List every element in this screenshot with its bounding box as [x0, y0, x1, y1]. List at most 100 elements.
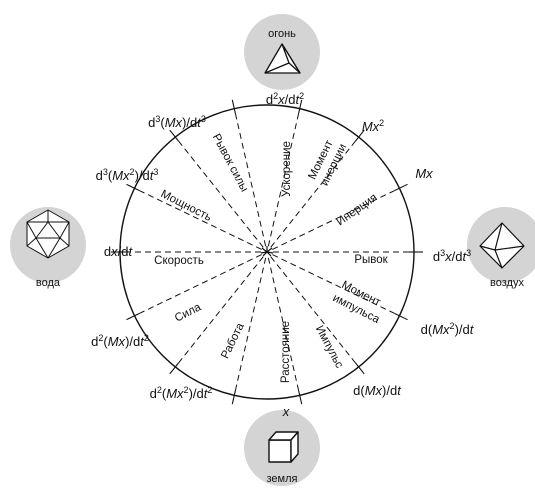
outer-label-part: (	[162, 386, 167, 401]
rim-tick	[394, 313, 408, 321]
spoke	[272, 187, 400, 250]
segment-label-force: Сила	[173, 301, 204, 325]
outer-label-part: (	[103, 334, 108, 349]
rim-tick	[231, 99, 236, 114]
outer-label-part: 2	[379, 118, 384, 128]
outer-label-part: 2	[98, 333, 103, 343]
rim-tick	[394, 183, 408, 191]
outer-label-part: /d	[285, 92, 296, 107]
rim-tick	[126, 313, 140, 321]
segment-label-yank: Рывок силы	[210, 132, 251, 194]
element-label-fire: огонь	[268, 28, 296, 40]
segment-label-inertia: Инерция	[334, 192, 379, 229]
outer-label-part: t	[462, 249, 467, 264]
outer-label-part: 2	[299, 91, 304, 101]
spoke	[270, 136, 360, 248]
element-label-air: воздух	[490, 277, 524, 289]
spoke	[233, 108, 267, 247]
element-label-water: вода	[36, 277, 61, 289]
outer-label-part: 3	[103, 167, 108, 177]
outer-label-part: 2	[207, 385, 212, 395]
element-label-earth: земля	[267, 473, 298, 485]
outer-label-part: d	[104, 244, 111, 259]
segment-label-impulse: Импульс	[313, 324, 345, 371]
outer-label-part: 2	[130, 167, 135, 177]
outer-label-d2mx2-dt2: d2(Mx2)/dt2	[150, 385, 213, 401]
outer-label-part: Mx	[108, 334, 126, 349]
rim-tick	[169, 129, 179, 142]
outer-label-d2mx-dt2: d2(Mx)/dt2	[91, 333, 149, 349]
segment-label-distance: Расстояние	[280, 321, 292, 383]
rim-tick	[298, 99, 303, 114]
outer-label-part: d(	[421, 322, 433, 337]
rim-tick	[355, 129, 365, 142]
rim-tick	[298, 390, 303, 405]
center-mark	[260, 246, 274, 257]
outer-label-part: t	[140, 334, 145, 349]
outer-label-part: 2	[273, 91, 278, 101]
icosahedron-icon	[26, 209, 70, 259]
outer-label-part: d	[91, 334, 98, 349]
outer-label-part: )/d	[189, 386, 204, 401]
outer-label-part: t	[128, 244, 133, 259]
segment-label-acceleration: Ускорение	[281, 141, 293, 197]
outer-label-part: x	[110, 244, 118, 259]
outer-label-mx: Mx	[415, 166, 433, 181]
dashed-spokes	[120, 108, 414, 396]
outer-label-d3x-dt3: d3x/dt3	[433, 248, 471, 264]
outer-label-x: x	[282, 404, 290, 419]
outer-label-dx-dt: dx/dt	[104, 244, 134, 259]
rim-ticks	[111, 99, 423, 405]
rim-tick	[355, 362, 365, 375]
outer-label-part: Mx	[112, 168, 130, 183]
cube-icon	[268, 431, 299, 463]
outer-label-part: 3	[153, 167, 158, 177]
outer-label-part: t	[295, 92, 300, 107]
rim-tick	[126, 183, 140, 191]
outer-label-part: t	[470, 322, 475, 337]
outer-label-part: )/d	[135, 168, 150, 183]
outer-label-part: /d	[452, 249, 463, 264]
rim-tick	[169, 362, 179, 375]
outer-label-part: (	[160, 115, 165, 130]
segment-label-velocity: Скорость	[154, 255, 204, 267]
outer-label-part: d	[96, 168, 103, 183]
segment-label-jerk: Рывок	[354, 254, 388, 266]
outer-label-part: Mx	[362, 119, 380, 134]
outer-label-part: (	[108, 168, 113, 183]
spoke	[267, 257, 301, 396]
outer-label-part: Mx	[165, 115, 183, 130]
outer-label-part: 3	[440, 248, 445, 258]
outer-label-part: x	[277, 92, 285, 107]
spoke	[272, 254, 400, 317]
outer-label-part: 2	[450, 321, 455, 331]
segment-label-work: Работа	[219, 321, 247, 361]
spoke	[233, 257, 267, 396]
outer-label-part: d	[266, 92, 273, 107]
outer-label-part: 2	[157, 385, 162, 395]
outer-label-part: t	[197, 115, 202, 130]
outer-label-part: Mx	[432, 322, 450, 337]
outer-label-part: 2	[144, 333, 149, 343]
spoke	[267, 108, 301, 247]
outer-label-part: d	[148, 115, 155, 130]
outer-label-part: )/d	[125, 334, 140, 349]
segment-label-power: Мощность	[159, 188, 214, 224]
outer-label-part: d	[150, 386, 157, 401]
outer-label-part: d	[433, 249, 440, 264]
outer-label-d3mx2-dt3: d3(Mx2)/dt3	[96, 167, 159, 183]
outer-label-part: 3	[201, 114, 206, 124]
outer-label-part: 2	[184, 385, 189, 395]
outer-label-d2x-dt2: d2x/dt2	[266, 91, 304, 107]
outer-label-part: /d	[118, 244, 129, 259]
spoke	[134, 254, 262, 317]
outer-label-d3mx-dt3: d3(Mx)/dt3	[148, 114, 206, 130]
spoke	[174, 136, 264, 248]
outer-label-part: 3	[466, 248, 471, 258]
rim-tick	[231, 390, 236, 405]
spoke	[270, 256, 360, 368]
outer-label-part: )/d	[455, 322, 470, 337]
outer-label-dmx-dt: d(Mx)/dt	[353, 383, 402, 398]
